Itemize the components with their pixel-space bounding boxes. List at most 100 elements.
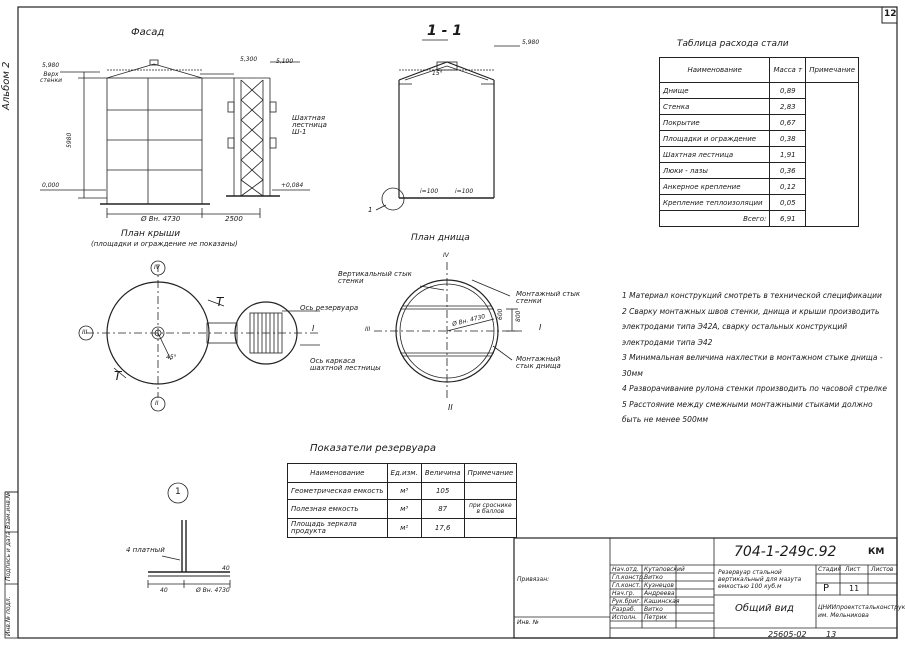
- bottom-plan-drawing: [374, 262, 522, 400]
- facade-drawing: [40, 59, 310, 218]
- indicators-table: Наименование Ед.изм. Величина Примечание…: [287, 463, 518, 538]
- note-item: 4 Разворачивание рулона стенки производи…: [622, 384, 888, 393]
- section-elev: 5,980: [522, 39, 540, 46]
- steel-header-name: Наименование: [658, 57, 771, 83]
- roof-axis-top: IV: [154, 264, 160, 271]
- note-item: 5 Расстояние между смежными монтажными с…: [622, 399, 873, 425]
- bottom-label-mount-wall: Монтажный стык стенки: [516, 290, 581, 305]
- drawing-name: Общий вид: [735, 603, 794, 614]
- doc-code: 704-1-249с.92: [734, 544, 837, 560]
- role-6: Исполн.: [612, 614, 638, 621]
- roof-label-axis-stair: Ось каркаса шахтной лестницы: [310, 357, 381, 372]
- inv-label: Инв. №: [517, 619, 540, 626]
- sheet-header: Лист: [845, 566, 861, 573]
- format-number: 13: [826, 630, 837, 639]
- facade-height-dim: 5980: [66, 132, 73, 148]
- section-slope-left: i=100: [420, 188, 439, 195]
- section-title: 1 - 1: [427, 23, 463, 39]
- person-3: Андреева: [644, 590, 675, 597]
- role-0: Нач.отд.: [612, 566, 639, 573]
- ind-header-name: Наименование: [287, 463, 388, 483]
- facade-dia-dim: Ø Вн. 4730: [141, 215, 181, 223]
- organization: ЦНИИпроектстальконструкция им. Мельников…: [818, 604, 905, 619]
- roof-axis-right: I: [312, 324, 315, 333]
- person-0: Кутаповский: [644, 566, 685, 573]
- roof-axis-bottom: II: [155, 400, 159, 407]
- stage-header: Стадия: [818, 566, 842, 573]
- detail-callout: 1: [175, 487, 181, 497]
- doc-type: КМ: [868, 547, 885, 557]
- bottom-dim-side2: 800: [515, 310, 522, 322]
- title-block-lines: [513, 537, 898, 639]
- bottom-dim-side: 600: [497, 308, 504, 320]
- section-slope-right: i=100: [455, 188, 474, 195]
- person-4: Кашинская: [644, 598, 680, 605]
- facade-foot-elev: +0,084: [281, 182, 304, 189]
- role-3: Нач.гр.: [612, 590, 635, 597]
- archive-number: 25605-02: [768, 630, 807, 639]
- person-6: Петрик: [644, 614, 668, 621]
- note-item: 2 Сварку монтажных швов стенки, днища и …: [622, 306, 880, 347]
- bottom-axis-top: IV: [443, 252, 449, 259]
- steel-header-mass: Масса т: [769, 57, 807, 83]
- facade-stair-dim: 2500: [225, 215, 243, 223]
- steel-header-note: Примечание: [805, 57, 859, 83]
- person-2: Кузнецов: [644, 582, 674, 589]
- sheet-value: 11: [849, 584, 860, 593]
- steel-table-title: Таблица расхода стали: [677, 39, 789, 49]
- roof-plan-drawing: [78, 260, 320, 412]
- note-item: 3 Минимальная величина нахлестки в монта…: [622, 353, 883, 378]
- album-label: Альбом 2: [1, 61, 12, 111]
- stamp-sign: Подпись и дата: [5, 531, 12, 581]
- table-row: Всего:6,91: [658, 210, 859, 227]
- roof-plan-title: План крыши: [121, 229, 181, 239]
- role-5: Разраб.: [612, 606, 636, 613]
- roof-plan-subtitle: (площадки и ограждение не показаны): [91, 240, 238, 248]
- stamp-replace: Взам.инв.№: [5, 492, 12, 529]
- role-4: Рук.бриг.: [612, 598, 642, 605]
- role-1: Гл.констр.: [612, 574, 645, 581]
- note-item: 1 Материал конструкций смотреть в технич…: [622, 291, 882, 300]
- section-callout: 1: [368, 206, 373, 214]
- stamp-inv: Инв.№ подл.: [5, 596, 12, 637]
- section-angle: 15°: [432, 70, 443, 77]
- bottom-label-vertical-joint: Вертикальный стык стенки: [338, 270, 412, 285]
- stage-value: Р: [823, 583, 830, 594]
- roof-label-axis-tank: Ось резервуара: [300, 304, 359, 312]
- section-drawing: [375, 39, 520, 211]
- ind-header-unit: Ед.изм.: [386, 463, 422, 483]
- roof-label-t2: T: [114, 369, 122, 383]
- person-5: Витко: [644, 606, 663, 613]
- roof-label-t1: T: [216, 295, 224, 309]
- detail-dim-left: 40: [160, 587, 168, 594]
- bottom-axis-right: I: [539, 323, 542, 332]
- ind-header-value: Величина: [420, 463, 465, 483]
- detail-drawing: [147, 482, 231, 588]
- bottom-axis-left: III: [365, 326, 371, 333]
- person-1: Витко: [644, 574, 663, 581]
- facade-stair-elev1: 5,300: [240, 56, 258, 63]
- facade-label-top: Верх стенки: [40, 71, 62, 84]
- notes-list: 1 Материал конструкций смотреть в технич…: [622, 288, 890, 428]
- facade-stair-label: Шахтная лестница Ш-1: [292, 114, 327, 136]
- indicators-title: Показатели резервуара: [310, 443, 437, 454]
- facade-title: Фасад: [131, 27, 165, 38]
- bottom-plan-title: План днища: [411, 233, 470, 243]
- facade-stair-elev2: 5,100: [276, 58, 294, 65]
- privyazan-label: Привязан:: [517, 576, 550, 583]
- sheets-header: Листов: [871, 566, 894, 573]
- facade-elev-base: 0,000: [42, 182, 60, 189]
- role-2: Гл.конст.: [612, 582, 642, 589]
- facade-elev-top: 5,980: [42, 62, 60, 69]
- bottom-axis-bottom: II: [448, 403, 453, 412]
- ind-header-note: Примечание: [463, 463, 518, 483]
